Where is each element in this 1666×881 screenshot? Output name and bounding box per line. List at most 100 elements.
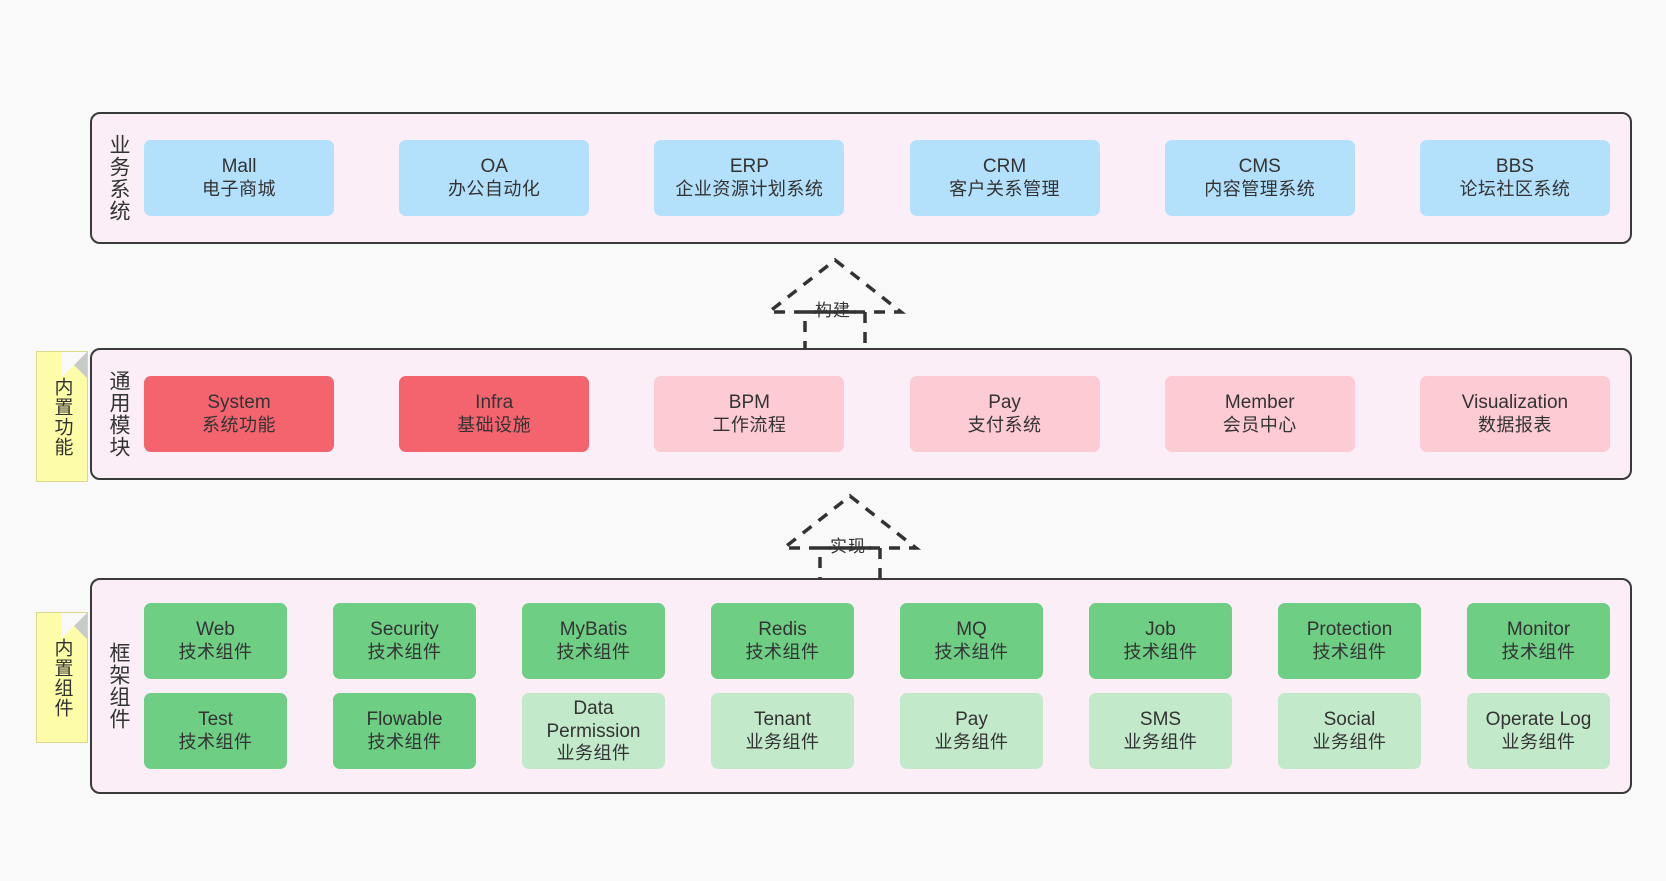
node-title-en: Operate Log bbox=[1485, 709, 1592, 731]
note-builtin-component-label: 内置组件 bbox=[51, 637, 73, 718]
node-title-en: Monitor bbox=[1506, 619, 1571, 641]
node-bpm[interactable]: BPM 工作流程 bbox=[654, 376, 845, 452]
node-title-cn: 技术组件 bbox=[178, 641, 253, 662]
note-builtin-component: 内置组件 bbox=[36, 612, 88, 743]
note-fold-icon bbox=[61, 352, 87, 378]
node-title-cn: 工作流程 bbox=[712, 414, 787, 435]
node-title-en: SMS bbox=[1139, 709, 1182, 731]
node-redis[interactable]: Redis 技术组件 bbox=[711, 603, 854, 679]
node-title-cn: 业务组件 bbox=[556, 743, 631, 764]
node-title-cn: 技术组件 bbox=[556, 641, 631, 662]
node-title-cn: 技术组件 bbox=[1501, 641, 1576, 662]
node-pay-component[interactable]: Pay 业务组件 bbox=[900, 693, 1043, 769]
node-web[interactable]: Web 技术组件 bbox=[144, 603, 287, 679]
node-title-en: Protection bbox=[1306, 619, 1393, 641]
node-title-en: Pay bbox=[988, 392, 1021, 414]
node-title-cn: 会员中心 bbox=[1222, 414, 1297, 435]
connector-implement: 实现 bbox=[775, 492, 925, 590]
node-title-en: Flowable bbox=[366, 709, 443, 731]
node-flowable[interactable]: Flowable 技术组件 bbox=[333, 693, 476, 769]
node-mall[interactable]: Mall 电子商城 bbox=[144, 140, 334, 216]
layer-business-system: 业务系统 Mall 电子商城 OA 办公自动化 ERP 企业资源计划系统 bbox=[90, 112, 1632, 244]
node-row: Test 技术组件 Flowable 技术组件 Data Permission … bbox=[144, 693, 1610, 769]
node-test[interactable]: Test 技术组件 bbox=[144, 693, 287, 769]
connector-implement-label: 实现 bbox=[830, 537, 866, 556]
node-title-cn: 企业资源计划系统 bbox=[675, 178, 824, 199]
node-title-cn: 技术组件 bbox=[934, 641, 1009, 662]
node-title-cn: 技术组件 bbox=[1312, 641, 1387, 662]
node-row: Web 技术组件 Security 技术组件 MyBatis 技术组件 Redi… bbox=[144, 603, 1610, 679]
layer-body-general-module: System 系统功能 Infra 基础设施 BPM 工作流程 Pay 支付系统 bbox=[144, 350, 1630, 478]
node-bbs[interactable]: BBS 论坛社区系统 bbox=[1419, 140, 1610, 216]
node-sms[interactable]: SMS 业务组件 bbox=[1089, 693, 1232, 769]
node-crm[interactable]: CRM 客户关系管理 bbox=[909, 140, 1100, 216]
node-operate-log[interactable]: Operate Log 业务组件 bbox=[1467, 693, 1610, 769]
node-visualization[interactable]: Visualization 数据报表 bbox=[1419, 376, 1610, 452]
layer-body-framework-component: Web 技术组件 Security 技术组件 MyBatis 技术组件 Redi… bbox=[144, 580, 1630, 792]
node-title-cn: 技术组件 bbox=[745, 641, 820, 662]
note-fold-icon bbox=[61, 613, 87, 639]
node-member[interactable]: Member 会员中心 bbox=[1164, 376, 1355, 452]
node-job[interactable]: Job 技术组件 bbox=[1089, 603, 1232, 679]
node-title-cn: 支付系统 bbox=[967, 414, 1042, 435]
node-title-cn: 论坛社区系统 bbox=[1459, 178, 1571, 199]
note-builtin-feature: 内置功能 bbox=[36, 351, 88, 482]
node-title-cn: 办公自动化 bbox=[447, 178, 541, 199]
node-cms[interactable]: CMS 内容管理系统 bbox=[1164, 140, 1355, 216]
node-protection[interactable]: Protection 技术组件 bbox=[1278, 603, 1421, 679]
node-title-cn: 技术组件 bbox=[178, 731, 253, 752]
node-title-en: ERP bbox=[729, 156, 769, 178]
node-system[interactable]: System 系统功能 bbox=[144, 376, 334, 452]
layer-title-framework-component: 框架组件 bbox=[106, 642, 130, 730]
connector-build: 构建 bbox=[760, 256, 910, 354]
node-title-en: MyBatis bbox=[559, 619, 628, 641]
node-title-cn: 客户关系管理 bbox=[949, 178, 1061, 199]
node-pay[interactable]: Pay 支付系统 bbox=[909, 376, 1100, 452]
node-title-en: Mall bbox=[221, 156, 257, 178]
node-title-en: Test bbox=[198, 709, 233, 731]
layer-framework-component: 框架组件 Web 技术组件 Security 技术组件 MyBatis 技术组件 bbox=[90, 578, 1632, 794]
node-title-cn: 基础设施 bbox=[457, 414, 532, 435]
node-social[interactable]: Social 业务组件 bbox=[1278, 693, 1421, 769]
node-title-en: Data Permission bbox=[546, 697, 641, 743]
node-title-cn: 业务组件 bbox=[1123, 731, 1198, 752]
node-title-en: CMS bbox=[1238, 156, 1281, 178]
node-row: Mall 电子商城 OA 办公自动化 ERP 企业资源计划系统 CRM 客户关系… bbox=[144, 140, 1610, 216]
node-oa[interactable]: OA 办公自动化 bbox=[399, 140, 590, 216]
node-title-en: Job bbox=[1145, 619, 1176, 641]
node-title-en: Member bbox=[1224, 392, 1295, 414]
node-title-en: Web bbox=[196, 619, 235, 641]
node-data-permission[interactable]: Data Permission 业务组件 bbox=[522, 693, 665, 769]
node-title-en: System bbox=[207, 392, 271, 414]
node-title-en: OA bbox=[480, 156, 508, 178]
note-builtin-feature-label: 内置功能 bbox=[51, 376, 73, 457]
node-mq[interactable]: MQ 技术组件 bbox=[900, 603, 1043, 679]
node-title-en: BPM bbox=[728, 392, 770, 414]
layer-title-business-system: 业务系统 bbox=[106, 134, 130, 222]
node-erp[interactable]: ERP 企业资源计划系统 bbox=[654, 140, 845, 216]
node-security[interactable]: Security 技术组件 bbox=[333, 603, 476, 679]
node-title-en: MQ bbox=[956, 619, 987, 641]
node-title-cn: 内容管理系统 bbox=[1204, 178, 1316, 199]
layer-title-general-module: 通用模块 bbox=[106, 370, 130, 458]
node-monitor[interactable]: Monitor 技术组件 bbox=[1467, 603, 1610, 679]
layer-rows-framework-component: Web 技术组件 Security 技术组件 MyBatis 技术组件 Redi… bbox=[144, 603, 1620, 769]
node-title-en: CRM bbox=[982, 156, 1027, 178]
node-tenant[interactable]: Tenant 业务组件 bbox=[711, 693, 854, 769]
node-title-cn: 业务组件 bbox=[745, 731, 820, 752]
layer-rows-business-system: Mall 电子商城 OA 办公自动化 ERP 企业资源计划系统 CRM 客户关系… bbox=[144, 140, 1620, 216]
node-title-en: BBS bbox=[1495, 156, 1534, 178]
connector-build-label: 构建 bbox=[815, 301, 851, 320]
node-infra[interactable]: Infra 基础设施 bbox=[399, 376, 590, 452]
layer-rows-general-module: System 系统功能 Infra 基础设施 BPM 工作流程 Pay 支付系统 bbox=[144, 376, 1620, 452]
node-mybatis[interactable]: MyBatis 技术组件 bbox=[522, 603, 665, 679]
node-title-cn: 数据报表 bbox=[1477, 414, 1552, 435]
layer-body-business-system: Mall 电子商城 OA 办公自动化 ERP 企业资源计划系统 CRM 客户关系… bbox=[144, 114, 1630, 242]
node-title-cn: 电子商城 bbox=[202, 178, 276, 199]
layer-general-module: 通用模块 System 系统功能 Infra 基础设施 BPM 工作流程 bbox=[90, 348, 1632, 480]
node-title-en: Security bbox=[370, 619, 439, 641]
node-title-cn: 业务组件 bbox=[1312, 731, 1387, 752]
node-title-cn: 业务组件 bbox=[934, 731, 1009, 752]
node-title-en: Social bbox=[1323, 709, 1376, 731]
